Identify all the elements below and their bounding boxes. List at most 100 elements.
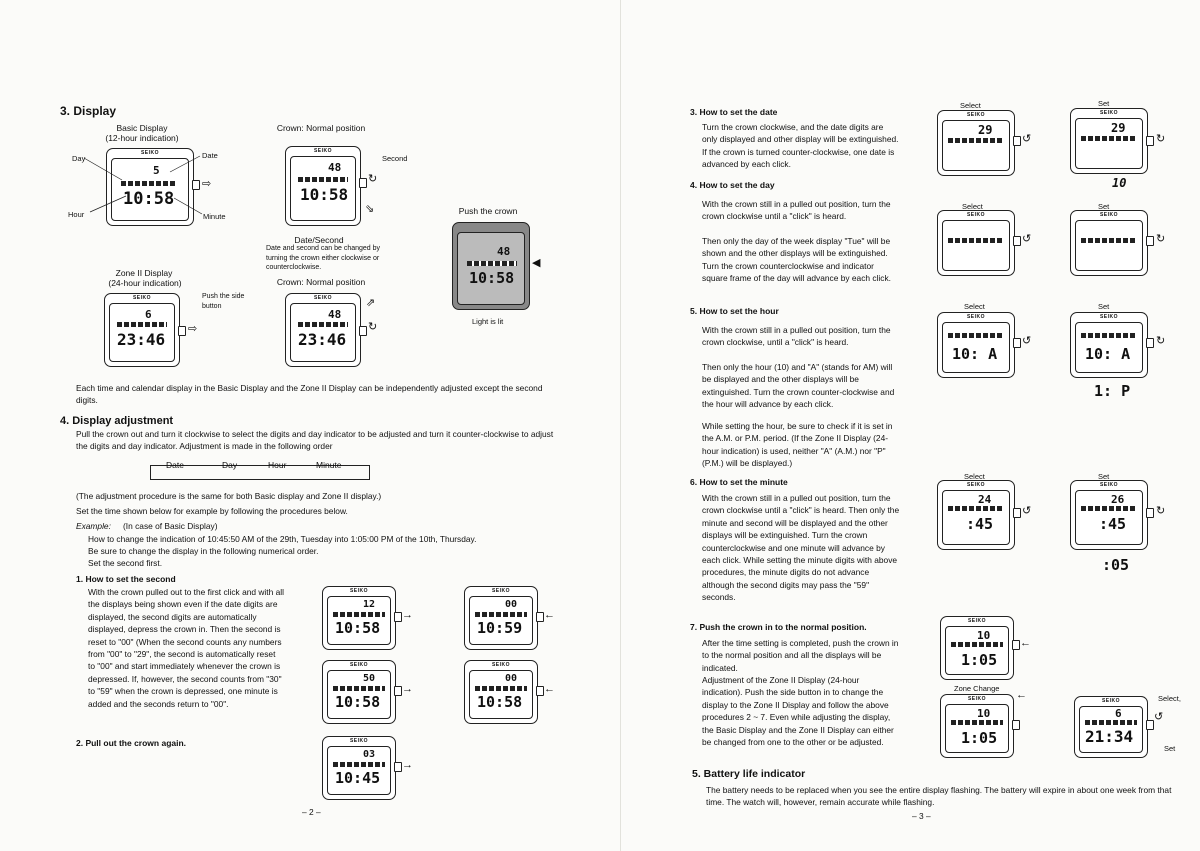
day-set-watch: SEIKO: [1070, 210, 1148, 276]
day-select-watch: SEIKO: [937, 210, 1015, 276]
zone-change-watch: SEIKO 10 1:05: [940, 694, 1014, 758]
set-label: Set: [1098, 472, 1110, 481]
watch-time-digits: 1:05: [961, 729, 998, 747]
p3-step-6-text: With the crown still in a pulled out pos…: [702, 493, 900, 603]
crown-icon: [536, 686, 544, 696]
rotate-icon: ↻: [368, 321, 378, 333]
brand-mark: SEIKO: [966, 112, 986, 118]
example-label: Example:: [76, 521, 111, 531]
light-lit-caption: Light is lit: [472, 317, 504, 326]
flow-step: Day: [222, 460, 238, 470]
label-hour: Hour: [68, 210, 85, 219]
light-lit-watch: 48 10:58: [452, 222, 530, 310]
date-second-caption: Date/Second: [294, 235, 344, 245]
p3-step-5-text-a: With the crown still in a pulled out pos…: [702, 325, 891, 348]
watch-time-digits: 10:58: [300, 185, 349, 204]
arrow-left-icon: ◀: [532, 257, 541, 269]
arrow-down-right-icon: ⇘: [365, 203, 375, 215]
brand-mark: SEIKO: [132, 295, 152, 301]
brand-mark: SEIKO: [313, 148, 333, 154]
rotate-icon: ↻: [1156, 233, 1166, 245]
crown-normal-caption-1: Crown: Normal position: [276, 123, 366, 133]
set-label: Set: [1098, 99, 1110, 108]
p3-step-7-title: 7. Push the crown in to the normal posit…: [690, 622, 867, 632]
flow-step: Date: [166, 460, 184, 470]
arrow-right-icon: ⇨: [188, 323, 198, 335]
zone-display-title: Zone II Display: [115, 268, 173, 278]
zone-display-subtitle: (24-hour indication): [108, 278, 182, 288]
callout-lines: [83, 155, 203, 215]
crown-icon: [178, 326, 186, 336]
push-crown-caption: Push the crown: [458, 206, 518, 216]
section-3-title: 3. Display: [60, 104, 117, 118]
arrow-left-icon: ←: [1020, 637, 1031, 649]
brand-mark: SEIKO: [140, 150, 160, 156]
p3-step-3-text: Turn the crown clockwise, and the date d…: [702, 122, 899, 170]
watch-time-digits: 21:34: [1085, 727, 1134, 746]
crown-icon: [359, 178, 367, 188]
watch-time-digits: 23:46: [298, 330, 347, 349]
arrow-left-icon: ←: [544, 683, 555, 695]
brand-mark: SEIKO: [966, 482, 986, 488]
brand-mark: SEIKO: [966, 212, 986, 218]
watch-second-digits: 12: [363, 599, 376, 610]
brand-mark: SEIKO: [349, 588, 369, 594]
arrow-left-icon: ←: [544, 609, 555, 621]
p3-step-5-text-c: While setting the hour, be sure to check…: [702, 421, 893, 469]
same-procedure-text: (The adjustment procedure is the same fo…: [76, 491, 382, 501]
page-fold: [620, 0, 621, 851]
page-number-2: – 2 –: [302, 807, 321, 817]
watch-date-digits: 5: [153, 164, 160, 177]
p3-step-4-title: 4. How to set the day: [690, 180, 775, 190]
watch-time-digits: 10:58: [123, 189, 175, 209]
watch-minute-digits: :45: [1099, 515, 1127, 533]
watch-second-digits: 48: [328, 308, 342, 321]
watch-second-digits: 00: [505, 673, 518, 684]
p3-step-5-text-b: Then only the hour (10) and "A" (stands …: [702, 362, 895, 410]
watch-time-digits: 10:58: [469, 269, 515, 287]
zone-normal-watch: SEIKO 48 23:46: [285, 293, 361, 367]
watch-second-digits: 00: [505, 599, 518, 610]
select-label: Select: [964, 472, 985, 481]
select-label: Select: [962, 202, 983, 211]
hour-result-digits: 1: P: [1094, 382, 1131, 400]
watch-date-digits: 10: [977, 629, 991, 642]
zone-change-label: Zone Change: [954, 684, 1000, 693]
label-minute: Minute: [203, 212, 226, 221]
crown-icon: [359, 326, 367, 336]
section-4-title: 4. Display adjustment: [60, 415, 174, 427]
watch-minute-digits: :45: [966, 515, 994, 533]
brand-mark: SEIKO: [491, 662, 511, 668]
brand-mark: SEIKO: [966, 314, 986, 320]
normal-position-watch: SEIKO 10 1:05: [940, 616, 1014, 680]
watch-time-digits: 23:46: [117, 330, 166, 349]
watch-hour-digits: 10: A: [952, 345, 998, 363]
battery-text: The battery needs to be replaced when yo…: [706, 785, 1172, 808]
example-line: Set the second first.: [88, 558, 163, 568]
watch-date-digits: 29: [1111, 121, 1126, 135]
p3-step-3-title: 3. How to set the date: [690, 107, 778, 117]
example-case: (In case of Basic Display): [123, 521, 218, 531]
date-select-watch: SEIKO 29: [937, 110, 1015, 176]
minute-select-watch: SEIKO 24 :45: [937, 480, 1015, 550]
brand-mark: SEIKO: [349, 738, 369, 744]
label-date: Date: [202, 151, 218, 160]
watch-time-digits: 1:05: [961, 651, 998, 669]
step-1-title: 1. How to set the second: [76, 574, 176, 584]
arrow-left-icon: ←: [1016, 689, 1027, 701]
date-set-watch: SEIKO 29: [1070, 108, 1148, 174]
step-2-title: 2. Pull out the crown again.: [76, 738, 187, 748]
watch-second-digits: 26: [1111, 493, 1125, 506]
rotate-icon: ↻: [368, 173, 378, 185]
watch-date-digits: 6: [1115, 707, 1122, 720]
watch-second-digits: 03: [363, 749, 376, 760]
rotate-icon: ↻: [1156, 505, 1166, 517]
brand-mark: SEIKO: [967, 696, 987, 702]
date-second-note: Date and second can be changed by turnin…: [266, 245, 381, 271]
battery-title: 5. Battery life indicator: [692, 768, 806, 780]
crown-icon: [1146, 236, 1154, 246]
step-2-watch: SEIKO 03 10:45: [322, 736, 396, 800]
watch-time-digits: 10:58: [335, 619, 381, 637]
rotate-both-icon: ↺: [1154, 711, 1164, 723]
brand-mark: SEIKO: [1101, 698, 1121, 704]
